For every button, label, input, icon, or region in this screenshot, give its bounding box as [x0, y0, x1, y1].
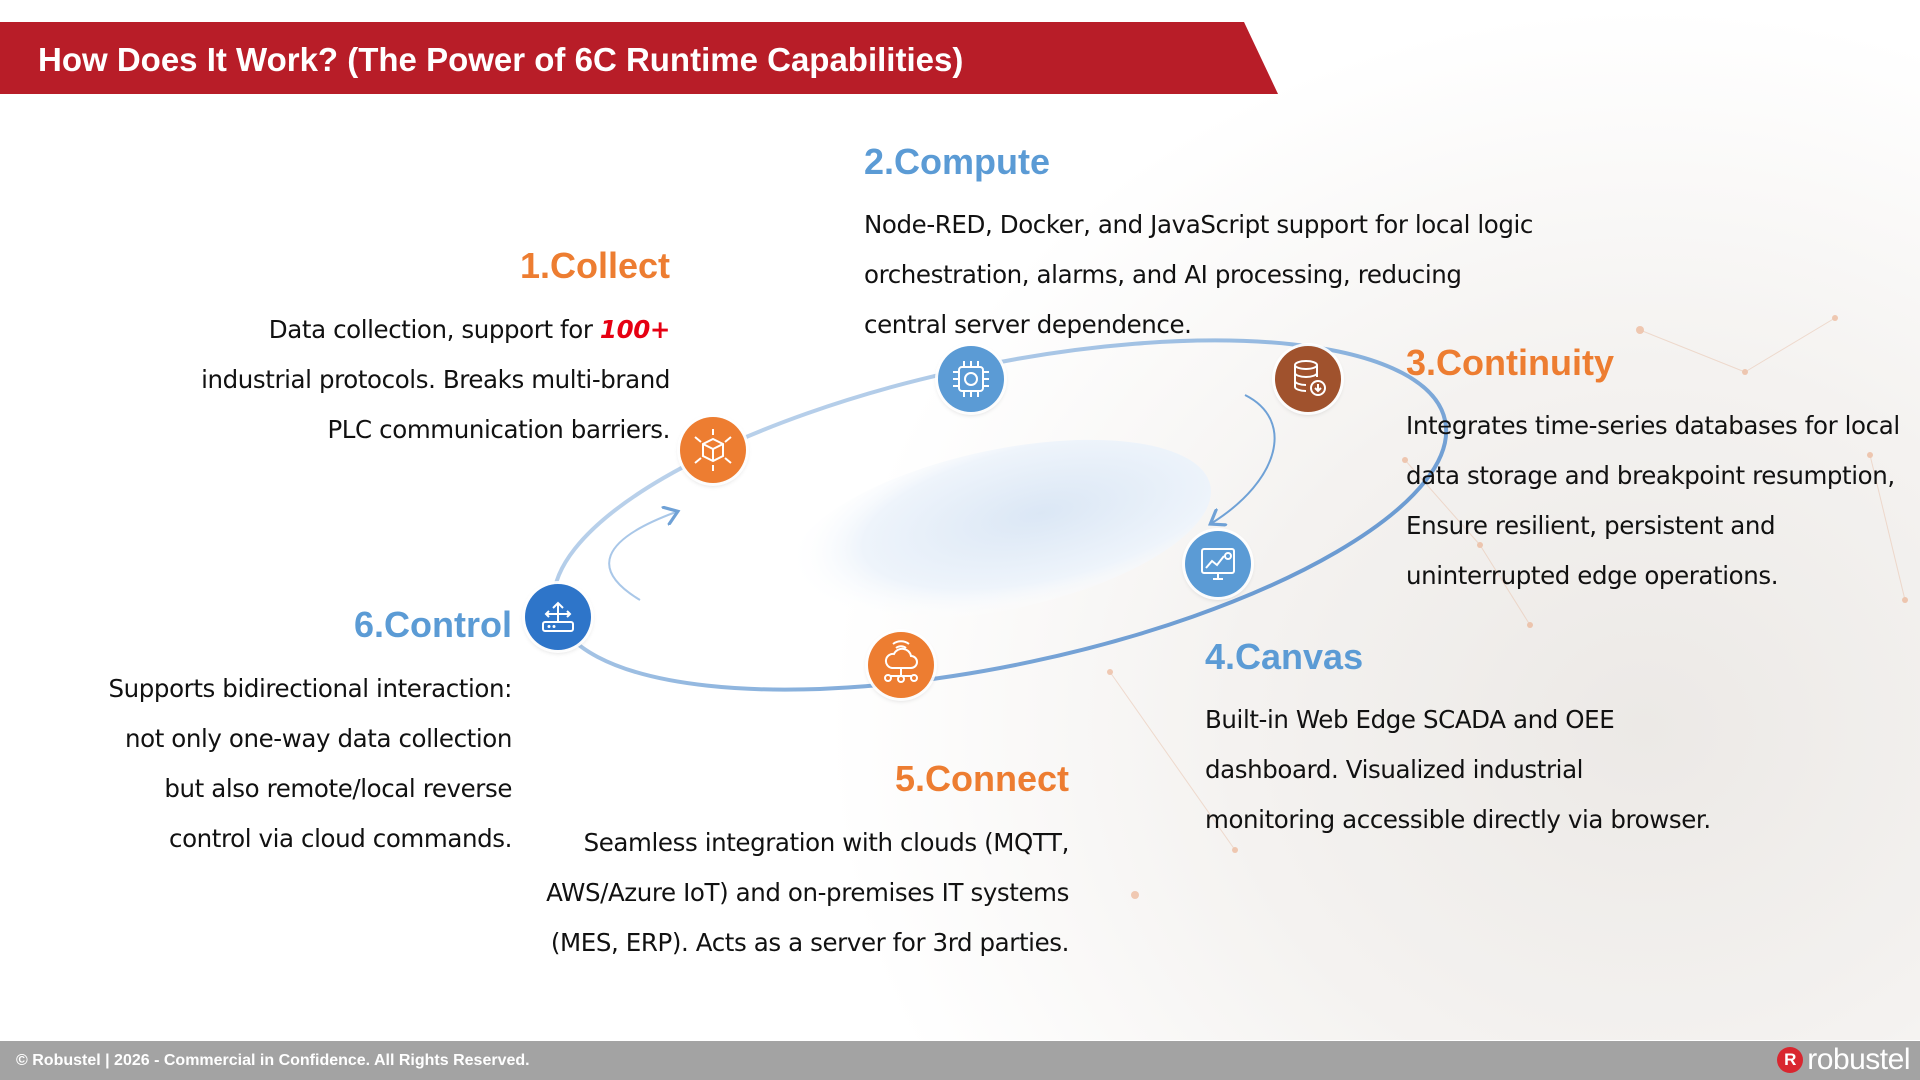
dashboard-monitor-icon: [1185, 531, 1251, 597]
center-disk: [789, 439, 1211, 621]
step-text-line: but also remote/local reverse: [164, 774, 512, 803]
background-network-dots: [1107, 315, 1908, 899]
step-text-control: Supports bidirectional interaction: not …: [109, 664, 513, 864]
cycle-arrow-left: [608, 512, 676, 601]
step-text-line: Seamless integration with clouds (MQTT,: [583, 828, 1070, 857]
step-text-line: dashboard. Visualized industrial: [1205, 755, 1584, 784]
step-text-compute: Node-RED, Docker, and JavaScript support…: [864, 200, 1533, 350]
step-text-line: orchestration, alarms, and AI processing…: [864, 260, 1462, 289]
step-text-connect: Seamless integration with clouds (MQTT, …: [546, 818, 1069, 968]
step-heading-collect: 1.Collect: [519, 245, 670, 286]
step-text-line: Ensure resilient, persistent and: [1406, 511, 1776, 540]
footer-bar: [0, 1041, 1920, 1080]
ai-chip-icon: [938, 346, 1004, 412]
step-text-line: data storage and breakpoint resumption,: [1406, 461, 1895, 490]
logo-mark-icon: R: [1777, 1047, 1804, 1073]
database-download-icon: [1275, 346, 1341, 412]
robustel-logo: R robustel: [1777, 1043, 1910, 1077]
router-control-icon: [525, 584, 591, 650]
step-text-line: control via cloud commands.: [169, 824, 512, 853]
step-text-line: uninterrupted edge operations.: [1406, 561, 1779, 590]
footer-copyright: © Robustel | 2026 - Commercial in Confid…: [16, 1052, 530, 1069]
step-heading-canvas: 4.Canvas: [1205, 636, 1364, 677]
step-text-line: Built-in Web Edge SCADA and OEE: [1205, 705, 1615, 734]
step-text-line: Supports bidirectional interaction:: [108, 674, 513, 703]
step-heading-connect: 5.Connect: [894, 758, 1069, 799]
step-heading-compute: 2.Compute: [864, 141, 1051, 182]
cloud-network-icon: [868, 632, 934, 698]
cube-network-icon: [680, 417, 746, 483]
step-text-line: monitoring accessible directly via brows…: [1205, 805, 1711, 834]
step-text-line: Node-RED, Docker, and JavaScript support…: [864, 210, 1533, 239]
step-text-line: not only one-way data collection: [124, 724, 512, 753]
text-prefix: Data collection, support for: [268, 315, 600, 344]
step-text-continuity: Integrates time-series databases for loc…: [1406, 401, 1900, 601]
step-heading-control: 6.Control: [354, 604, 512, 645]
protocol-count-highlight: 100+: [599, 315, 670, 344]
step-text-line: Integrates time-series databases for loc…: [1406, 411, 1900, 440]
step-heading-continuity: 3.Continuity: [1406, 342, 1614, 383]
cycle-arrow-right: [1212, 394, 1276, 523]
step-text-line: Data collection, support for 100+: [201, 305, 671, 355]
step-text-collect: Data collection, support for 100+ indust…: [201, 305, 670, 455]
step-text-line: PLC communication barriers.: [327, 415, 670, 444]
step-text-line: AWS/Azure IoT) and on-premises IT system…: [546, 878, 1069, 907]
logo-wordmark: robustel: [1807, 1043, 1910, 1076]
step-text-line: industrial protocols. Breaks multi-brand: [201, 365, 670, 394]
title-bar: [0, 22, 1278, 94]
step-text-line: (MES, ERP). Acts as a server for 3rd par…: [550, 928, 1070, 957]
page-title: How Does It Work? (The Power of 6C Runti…: [38, 41, 964, 78]
step-text-canvas: Built-in Web Edge SCADA and OEE dashboar…: [1205, 695, 1711, 845]
step-text-line: central server dependence.: [864, 310, 1192, 339]
